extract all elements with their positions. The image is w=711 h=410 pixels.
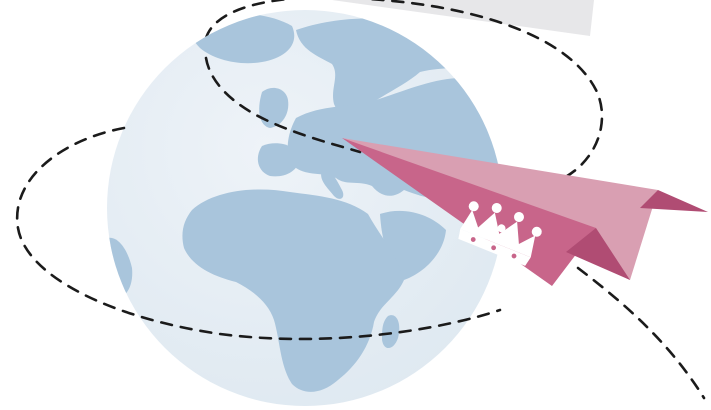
crown-icon	[458, 201, 542, 266]
land-africa	[182, 189, 404, 392]
plane-fold	[566, 228, 630, 280]
plane-body	[342, 138, 596, 286]
orbit-path-upper-back	[203, 0, 604, 182]
orbit-path-lower	[15, 126, 502, 341]
land-uk	[259, 87, 289, 128]
paper-airplane	[342, 138, 708, 286]
plane-nose	[640, 190, 708, 212]
orbit-path-upper-front	[204, 56, 362, 154]
gray-banner	[332, 0, 594, 36]
flight-path-tail	[576, 266, 706, 400]
land-iberia	[257, 143, 300, 177]
land-madagascar	[382, 315, 400, 349]
globe	[107, 10, 503, 406]
land-italy	[321, 169, 344, 199]
